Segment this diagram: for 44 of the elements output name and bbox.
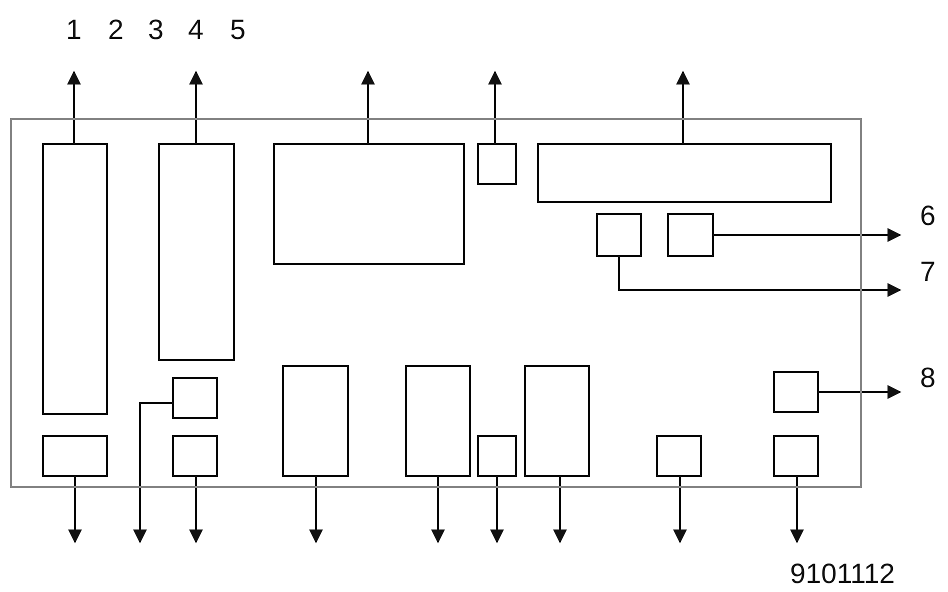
leader-arrow [714, 228, 902, 242]
callout-number: 6 [920, 202, 936, 230]
leader-arrow [673, 477, 687, 544]
callout-number: 9101112 [790, 560, 895, 588]
component-box [273, 143, 465, 265]
component-box [172, 377, 218, 419]
component-box [158, 143, 235, 361]
leader-arrow [68, 477, 82, 544]
component-box [477, 435, 517, 477]
leader-arrow [189, 477, 203, 544]
component-box [667, 213, 714, 257]
leader-arrow [488, 70, 502, 143]
component-box [42, 143, 108, 415]
callout-number: 1 [66, 16, 82, 44]
leader-arrow [133, 402, 172, 544]
callout-number: 7 [920, 258, 936, 286]
board-outline [10, 118, 862, 488]
callout-number: 4 [188, 16, 204, 44]
component-box [42, 435, 108, 477]
component-box [524, 365, 590, 477]
callout-number: 2 [108, 16, 124, 44]
leader-arrow [819, 385, 902, 399]
callout-number: 8 [920, 364, 936, 392]
component-box [656, 435, 702, 477]
leader-arrow [361, 70, 375, 143]
leader-arrow [309, 477, 323, 544]
leader-arrow [431, 477, 445, 544]
callout-number: 3 [148, 16, 164, 44]
component-box [537, 143, 832, 203]
component-box [773, 435, 819, 477]
component-box [172, 435, 218, 477]
leader-arrow [790, 477, 804, 544]
component-box [773, 371, 819, 413]
leader-arrow [189, 70, 203, 143]
callout-number: 5 [230, 16, 246, 44]
component-box [477, 143, 517, 185]
leader-arrow [553, 477, 567, 544]
leader-arrow [676, 70, 690, 143]
component-box [596, 213, 642, 257]
component-box [282, 365, 349, 477]
leader-arrow [618, 257, 902, 297]
component-box [405, 365, 471, 477]
leader-arrow [490, 477, 504, 544]
leader-arrow [67, 70, 81, 143]
